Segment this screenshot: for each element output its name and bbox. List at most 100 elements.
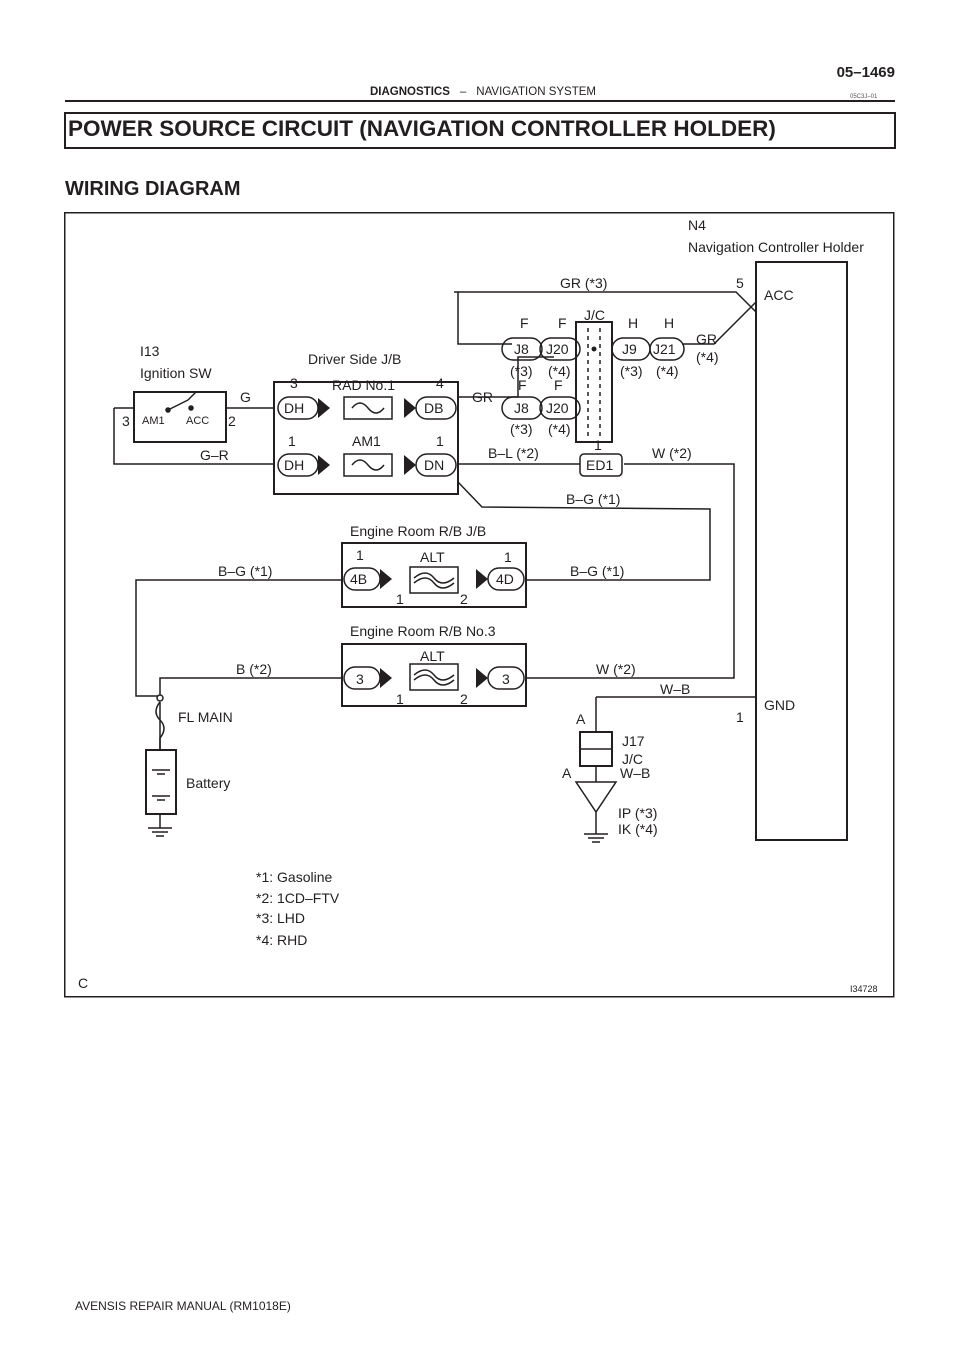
page-title: POWER SOURCE CIRCUIT (NAVIGATION CONTROL… [68,116,776,141]
driver-pin-4: 4 [436,375,444,391]
wire-g: G [240,389,251,405]
wire-w2-top: W (*2) [652,445,692,461]
diagram-frame [64,212,895,998]
rhd-note-2: (*4) [656,363,679,379]
driver-jb-name: Driver Side J/B [308,351,401,367]
ignition-pin-2: 2 [228,413,236,429]
pin-gnd-label: GND [764,697,795,713]
rb3-connector-r: 3 [502,671,510,687]
note-4: *4: RHD [256,932,307,948]
jc-f1: F [520,315,529,331]
nav-holder-code: N4 [688,217,706,233]
lhd-note-2: (*3) [620,363,643,379]
ignition-am1: AM1 [142,415,165,427]
title-box [64,112,896,149]
jc-j20b: J20 [546,400,569,416]
rhd-note-1: (*4) [548,363,571,379]
ed1-connector: ED1 [586,457,613,473]
rb-jb-pin-1l: 1 [356,547,364,563]
driver-pin-1a: 1 [288,433,296,449]
j17-wb: W–B [620,765,650,781]
wiring-diagram: N4 Navigation Controller Holder 5 ACC GN… [64,212,895,998]
rb-jb-pin-1r: 1 [504,549,512,565]
wires [113,291,757,834]
ground-ip: IP (*3) [618,805,657,821]
j17-name: J/C [622,751,643,767]
engine-rb-jb-box [341,542,527,608]
alt-fuse-label-1: ALT [420,549,445,565]
ground-icon-ip [574,781,618,843]
battery-icon [152,769,170,801]
ignition-switch-box [133,391,227,443]
lhd-note-1: (*3) [510,363,533,379]
ignition-code: I13 [140,343,160,359]
ground-icon-battery [148,827,172,837]
note-1: *1: Gasoline [256,869,332,885]
ignition-acc: ACC [186,415,209,427]
header-rule [65,100,895,102]
note-2: *2: 1CD–FTV [256,890,340,906]
jc-f2: F [558,315,567,331]
connector-4b: 4B [350,571,367,587]
nav-holder-box [755,261,848,841]
connector-dh-2: DH [284,457,304,473]
jc-f3: F [518,377,527,393]
page-number: 05–1469 [836,64,895,81]
j17-code: J17 [622,733,645,749]
note-3: *3: LHD [256,910,305,926]
pin-acc-number: 5 [736,275,744,291]
jc-h1: H [628,315,638,331]
header-section: DIAGNOSTICS [370,86,450,98]
fuse-icon-alt-jb [413,572,455,589]
jc-h2: H [664,315,674,331]
battery-label: Battery [186,775,230,791]
wire-bg1-top: B–G (*1) [566,491,620,507]
jc-box [575,321,613,443]
rb3-fuse-pin-2: 2 [460,691,468,707]
fl-main-label: FL MAIN [178,709,233,725]
jc-j8a: J8 [514,341,529,357]
engine-rb3-name: Engine Room R/B No.3 [350,623,496,639]
fuse-icon-rad [351,402,385,414]
driver-jb-box [273,381,459,495]
jc-j21: J21 [653,341,676,357]
wire-gr-top: GR (*3) [560,275,607,291]
engine-rb-jb-name: Engine Room R/B J/B [350,523,486,539]
header-code: 05C3J–01 [850,94,878,100]
connector-dn: DN [424,457,444,473]
jc-j8b: J8 [514,400,529,416]
wire-gr: GR [472,389,493,405]
pin-gnd-number: 1 [736,709,744,725]
rb-jb-fuse-pin-1: 1 [396,591,404,607]
nav-holder-name: Navigation Controller Holder [688,239,864,255]
wire-bg1-left: B–G (*1) [218,563,272,579]
wire-gr-rhd: GR [696,331,717,347]
fuse-icon-alt-rb3 [413,669,455,686]
connector-4d: 4D [496,571,514,587]
j17-a-top: A [576,711,586,727]
symbols [148,328,618,843]
jc-j9: J9 [622,341,637,357]
jc-label: J/C [584,307,605,323]
driver-pin-1b: 1 [436,433,444,449]
wire-w2-bottom: W (*2) [596,661,636,677]
engine-rb3-box [341,643,527,707]
jc-pin-1: 1 [594,437,602,453]
lhd-note-3: (*3) [510,421,533,437]
alt-fuse-label-2: ALT [420,648,445,664]
wire-wb: W–B [660,681,690,697]
labels: N4 Navigation Controller Holder 5 ACC GN… [78,217,878,994]
connector-dh-1: DH [284,400,304,416]
rb3-fuse-pin-1: 1 [396,691,404,707]
battery-box [145,749,177,815]
pin-acc-label: ACC [764,287,794,303]
jc-j20a: J20 [546,341,569,357]
ground-ik: IK (*4) [618,821,658,837]
fuse-icon-am1 [351,459,385,471]
fusible-link-icon [155,701,165,750]
corner-letter: C [78,975,88,991]
rad-fuse-label: RAD No.1 [332,377,395,393]
j17-a-bottom: A [562,765,572,781]
page-header: DIAGNOSTICS–NAVIGATION SYSTEM [370,86,596,98]
rb3-connector-l: 3 [356,671,364,687]
